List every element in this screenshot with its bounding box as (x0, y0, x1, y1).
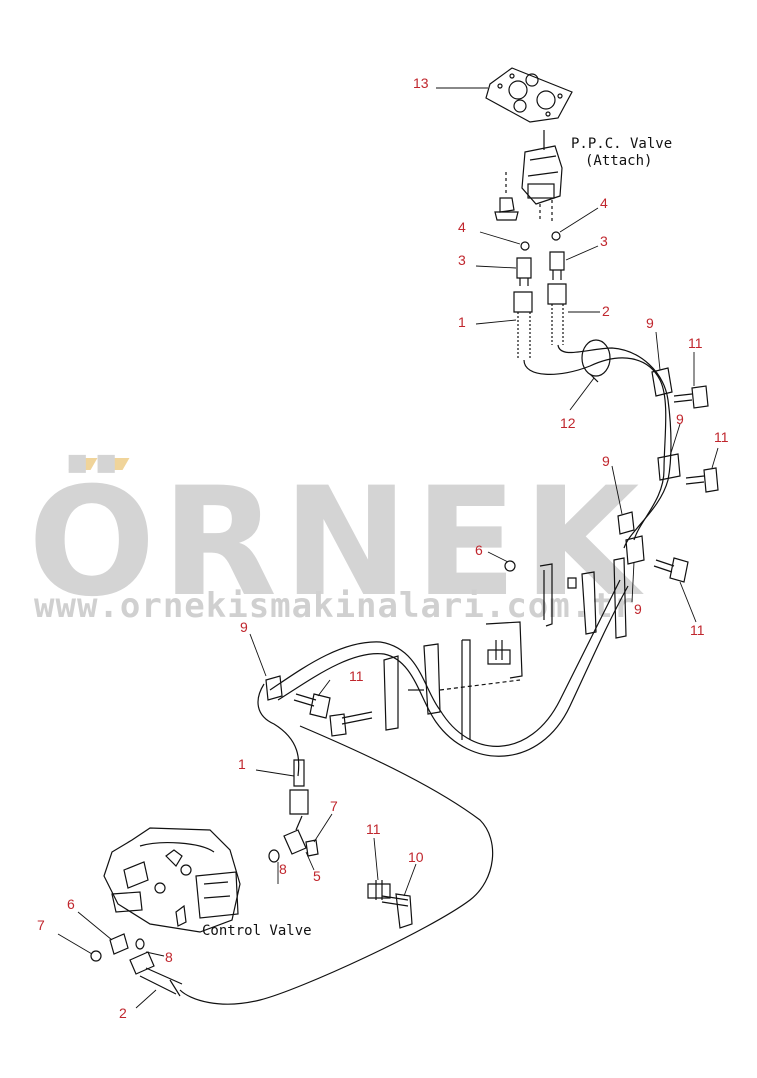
callout-1: 1 (458, 314, 466, 330)
callout-11: 11 (688, 335, 703, 351)
callout-3: 3 (458, 252, 466, 268)
callout-9: 9 (240, 619, 248, 635)
callout-2: 2 (119, 1005, 127, 1021)
callout-1: 1 (238, 756, 246, 772)
control-valve (103, 827, 241, 933)
callout-5: 5 (313, 868, 321, 884)
callout-7: 7 (330, 798, 338, 814)
watermark-url: www.ornekismakinalari.com.tr (34, 586, 636, 626)
callout-9: 9 (676, 411, 684, 427)
callout-9: 9 (602, 453, 610, 469)
callout-7: 7 (37, 917, 45, 933)
callout-4: 4 (600, 195, 608, 211)
control-valve-label: Control Valve (202, 923, 312, 939)
callout-2: 2 (602, 303, 610, 319)
ppc-valve-label: P.P.C. Valve (571, 136, 673, 152)
callout-11: 11 (690, 622, 705, 638)
callout-11: 11 (366, 821, 381, 837)
callout-9: 9 (646, 315, 654, 331)
callout-9: 9 (634, 601, 642, 617)
callout-8: 8 (279, 861, 287, 877)
gasket-plate (485, 67, 573, 123)
callout-13: 13 (413, 75, 429, 91)
bolt (653, 557, 689, 583)
callout-12: 12 (560, 415, 576, 431)
watermark-brand: ÖRNEK (28, 456, 646, 630)
callout-4: 4 (458, 219, 466, 235)
ppc-valve (494, 130, 563, 224)
callout-10: 10 (408, 849, 424, 865)
bolt (367, 880, 409, 907)
callout-11: 11 (714, 429, 729, 445)
callout-6: 6 (475, 542, 483, 558)
callout-6: 6 (67, 896, 75, 912)
bolt (685, 467, 719, 493)
bolt (329, 711, 373, 737)
bolt (293, 693, 331, 719)
bolt (673, 385, 709, 409)
ppc-valve-attach-label: (Attach) (585, 153, 653, 169)
bolt (487, 640, 511, 665)
callout-11: 11 (349, 668, 364, 684)
callout-3: 3 (600, 233, 608, 249)
callout-8: 8 (165, 949, 173, 965)
